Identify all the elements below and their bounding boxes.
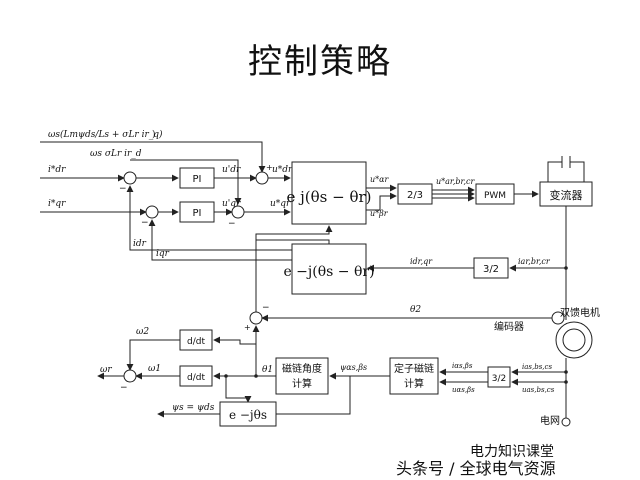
uq-pi-label: u'qr	[222, 199, 241, 209]
uabc-ref-label: u*ar,br,cr	[436, 177, 476, 186]
sum-q1-minus: −	[141, 218, 149, 228]
sum-junction-q1	[145, 205, 159, 219]
theta1-to-exp	[225, 376, 252, 403]
rot-exp-label: e −jθs	[229, 408, 267, 422]
watermark-wechat: 电力知识课堂	[470, 443, 554, 460]
ir-abc-label: iar,br,cr	[518, 257, 551, 266]
grid-icon	[561, 417, 571, 427]
three-two-stator-block	[487, 366, 511, 388]
sum-junction-theta	[249, 311, 263, 325]
iqr-fb-label: iqr	[156, 249, 170, 259]
flux-angle-label-1: 磁链角度	[282, 362, 322, 375]
sum-d2-plus: +	[266, 163, 273, 172]
uq-ref-label: u*qr	[270, 199, 291, 209]
decouple-d-paren: )	[152, 129, 156, 140]
converter-block	[539, 181, 593, 207]
dc-link-line	[547, 156, 585, 182]
psi-s-label: ψs = ψds	[172, 403, 215, 413]
sum-theta-plus: +	[244, 323, 251, 332]
sum-junction-d2	[255, 171, 269, 185]
us-ab-label: uαs,βs	[452, 386, 475, 394]
watermark-text: 头条号 / 全球电气资源	[396, 459, 556, 478]
idr-ref-label: i*dr	[48, 165, 66, 175]
three-two-stator-label: 3/2	[492, 374, 506, 384]
psi-to-exp	[276, 376, 351, 415]
ud-pi-label: u'dr	[222, 165, 241, 175]
idr-fb-line	[126, 185, 292, 251]
theta-to-invpark	[255, 234, 330, 244]
sum-d1-minus: −	[119, 184, 127, 194]
omega2-line	[126, 339, 180, 371]
is-ab-label: iαs,βs	[452, 362, 473, 370]
ud-ref-label: u*dr	[272, 165, 293, 175]
decouple-q-label: ωs σLr ir_d	[90, 149, 142, 159]
sum-junction-d1	[123, 171, 137, 185]
theta1-exp-tap	[224, 374, 228, 378]
park-transform-label: e j(θs − θr)	[286, 188, 371, 206]
omegar-label: ωr	[100, 365, 112, 375]
theta-to-park	[255, 225, 333, 304]
flux-angle-label-2: 计算	[292, 377, 312, 390]
watermark: 电力知识课堂 头条号 / 全球电气资源	[396, 443, 556, 478]
ddt-top-label: d/dt	[187, 337, 205, 347]
three-two-rotor-label: 3/2	[483, 264, 499, 275]
stator-flux-label-2: 计算	[404, 377, 424, 390]
flux-angle-block	[275, 357, 329, 395]
sum-theta-minus: −	[262, 303, 270, 313]
is-abc-label: ias,bs,cs	[522, 363, 552, 371]
two-three-label: 2/3	[407, 190, 423, 201]
page-title: 控制策略	[248, 42, 392, 82]
encoder-label: 编码器	[494, 320, 524, 333]
park-transform-block	[291, 161, 367, 225]
stator-flux-block	[389, 357, 439, 395]
sum-junction-q2	[231, 205, 245, 219]
theta2-label: θ2	[410, 305, 421, 315]
sum-omega-minus: −	[120, 383, 128, 393]
omega1-label: ω1	[148, 364, 161, 374]
pwm-label: PWM	[484, 191, 506, 201]
ubeta-label: u*βr	[370, 209, 389, 218]
theta1-to-ddt-top	[213, 336, 256, 345]
pi-d-label: PI	[193, 174, 202, 185]
us-abc-label: uas,bs,cs	[522, 386, 555, 394]
theta1-label: θ1	[262, 365, 273, 375]
iqr-fb-line	[148, 219, 292, 261]
motor-label: 双馈电机	[560, 306, 600, 319]
decouple-q-line	[130, 159, 242, 205]
omega2-label: ω2	[136, 327, 149, 337]
rot-exp-block	[219, 401, 277, 427]
decouple-d-line	[40, 141, 266, 173]
idr-fb-label: idr	[133, 239, 147, 249]
inv-park-label: e −j(θs − θr)	[283, 264, 374, 280]
stator-flux-label-1: 定子磁链	[394, 362, 434, 375]
ubeta-line	[366, 192, 397, 211]
converter-label: 变流器	[550, 188, 583, 202]
ualpha-label: u*αr	[370, 175, 390, 184]
pi-q-label: PI	[193, 208, 202, 219]
ir-tap-dot	[564, 266, 568, 270]
psi-label: ψαs,βs	[340, 363, 367, 372]
ir-dq-label: idr,qr	[410, 257, 433, 266]
iqr-ref-label: i*qr	[48, 199, 66, 209]
encoder-icon	[551, 311, 565, 325]
grid-label: 电网	[540, 414, 560, 427]
motor-rotor-icon	[562, 328, 586, 352]
sum-junction-omega	[123, 369, 137, 383]
ddt-bottom-label: d/dt	[187, 373, 205, 383]
sum-q2-minus: −	[228, 219, 236, 229]
decouple-d-label: ωs(Lmψds/Ls + σLr ir_q)	[48, 129, 163, 140]
